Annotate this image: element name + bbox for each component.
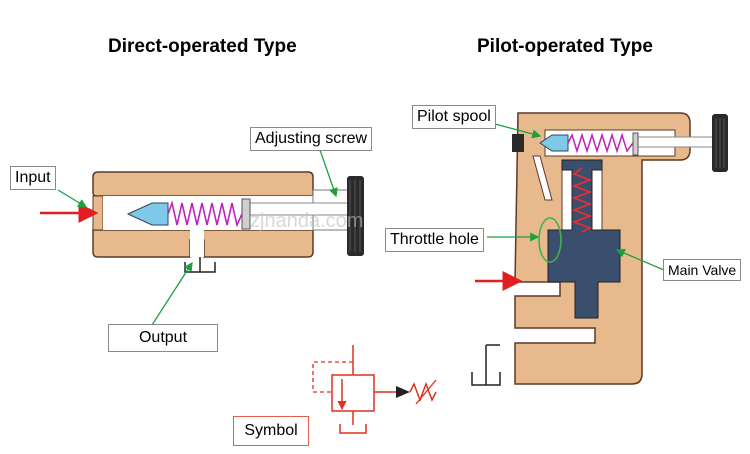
main-valve-spring [571, 167, 593, 233]
pilot-plug [512, 134, 524, 152]
main-valve-label: Main Valve [663, 259, 742, 281]
direct-operated-heading: Direct-operated Type [108, 36, 297, 57]
direct-valve-outlet-passage [190, 230, 204, 257]
pilot-operated-heading: Pilot-operated Type [477, 36, 653, 57]
adjusting-screw-label: Adjusting screw [250, 127, 373, 151]
direct-valve-spring [167, 200, 243, 228]
throttle-hole-label: Throttle hole [385, 228, 484, 252]
symbol-label: Symbol [233, 416, 309, 446]
pilot-spring [567, 132, 634, 154]
output-leader [151, 261, 193, 326]
input-label: Input [10, 166, 56, 190]
input-leader [57, 189, 88, 208]
pilot-passage [532, 155, 553, 201]
valve-symbol [312, 345, 437, 434]
output-label: Output [108, 324, 218, 352]
pilot-stem [632, 136, 719, 148]
direct-valve-body-upper [92, 171, 314, 197]
direct-valve [40, 149, 364, 326]
pilot-spool-label: Pilot spool [412, 105, 496, 129]
adjusting-screw-leader [319, 149, 338, 198]
watermark: zjnanda.com [250, 210, 364, 232]
pilot-spool-leader [494, 123, 542, 139]
direct-valve-spring-seat [241, 198, 251, 230]
symbol-arrowhead [396, 386, 410, 398]
symbol-box [331, 374, 375, 412]
symbol-tank [339, 424, 367, 434]
main-valve-leader [615, 248, 665, 271]
pilot-valve [471, 112, 728, 386]
symbol-spring [409, 381, 437, 403]
symbol-pilot-line [312, 361, 353, 393]
